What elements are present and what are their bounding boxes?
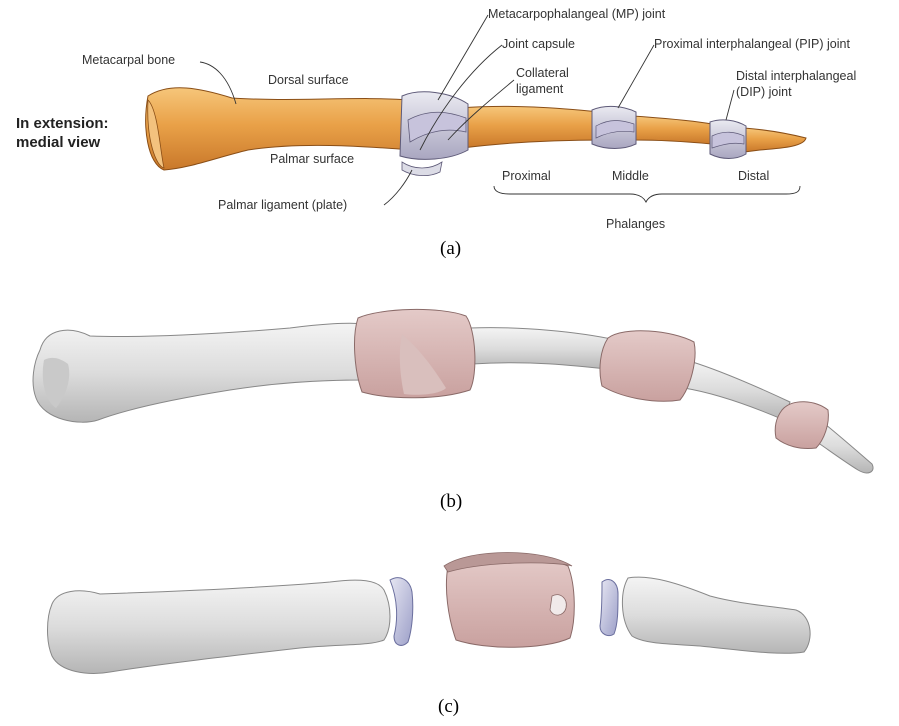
- metacarpal-model: [33, 323, 364, 422]
- leader-dip-joint: [726, 90, 734, 120]
- label-joint-capsule: Joint capsule: [502, 37, 575, 51]
- panel-b: (b): [33, 309, 873, 512]
- label-collateral-line1: Collateral: [516, 66, 569, 80]
- label-dorsal-surface: Dorsal surface: [268, 73, 349, 87]
- phalanx-exploded: [622, 577, 810, 653]
- caption-b: (b): [440, 491, 462, 512]
- proximal-phalanx-model: [470, 328, 616, 370]
- mp-ligament-exploded: [390, 578, 413, 646]
- distal-phalanx-drawing: [744, 128, 806, 152]
- leader-pip-joint: [618, 45, 654, 108]
- label-pip-joint: Proximal interphalangeal (PIP) joint: [654, 37, 850, 51]
- label-middle: Middle: [612, 169, 649, 183]
- label-proximal: Proximal: [502, 169, 551, 183]
- label-palmar-ligament: Palmar ligament (plate): [218, 198, 347, 212]
- panel-c: (c): [48, 553, 811, 718]
- label-distal: Distal: [738, 169, 769, 183]
- pip-capsule-model: [600, 331, 695, 401]
- phalanges-brace: [494, 186, 800, 202]
- leader-mp-joint: [438, 15, 488, 100]
- metacarpal-exploded: [48, 580, 391, 673]
- label-mp-joint: Metacarpophalangeal (MP) joint: [488, 7, 666, 21]
- view-label-line2: medial view: [16, 134, 101, 151]
- pip-ligament-exploded: [600, 580, 618, 636]
- middle-phalanx-model: [684, 360, 790, 420]
- caption-a: (a): [440, 238, 461, 259]
- palmar-plate-drawing: [402, 162, 442, 176]
- label-dip-line1: Distal interphalangeal: [736, 69, 856, 83]
- label-collateral-line2: ligament: [516, 82, 564, 96]
- label-phalanges: Phalanges: [606, 217, 665, 231]
- panel-a: In extension: medial view Metacarpal bon…: [16, 7, 856, 259]
- proximal-phalanx-drawing: [460, 106, 604, 148]
- caption-c: (c): [438, 696, 459, 717]
- label-palmar-surface: Palmar surface: [270, 152, 354, 166]
- label-dip-line2: (DIP) joint: [736, 85, 792, 99]
- middle-phalanx-drawing: [634, 116, 712, 144]
- label-metacarpal-bone: Metacarpal bone: [82, 53, 175, 67]
- leader-palmar-ligament: [384, 170, 412, 205]
- dip-capsule-model: [775, 402, 828, 449]
- view-label-line1: In extension:: [16, 115, 109, 132]
- capsule-exploded-notch: [550, 595, 566, 615]
